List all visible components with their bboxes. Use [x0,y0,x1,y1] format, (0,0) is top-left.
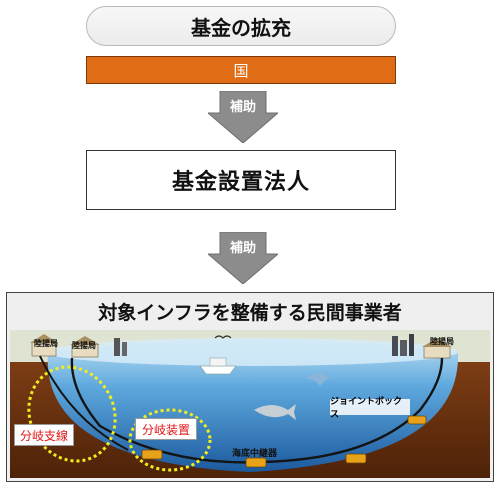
joint-box-label-text: ジョイントボックス [330,397,403,420]
branching-unit-icon [141,449,163,460]
subsidy-arrow-bottom [208,232,278,284]
fund-expansion-label: 基金の拡充 [191,15,291,40]
fund-corporation-label: 基金設置法人 [171,170,310,195]
fund-corporation-box: 基金設置法人 [86,150,396,210]
landing-station-left-1-icon [30,334,58,357]
joint-box-label: ジョイントボックス [330,397,410,420]
repeater-upper-right-icon [407,415,427,425]
undersea-repeater-icon [245,457,267,468]
submarine-cable-illustration [10,330,490,478]
private-operators-title: 対象インフラを整備する民間事業者 [6,295,494,327]
branch-line-label: 分岐支線 [14,424,74,446]
landing-station-right-icon [422,338,452,359]
branching-unit-label-text: 分岐装置 [141,422,190,437]
fund-expansion-box: 基金の拡充 [86,6,396,46]
country-label: 国 [233,61,249,80]
undersea-repeater-label: 海底中継器 [232,449,278,459]
subsidy-arrow-top [208,91,278,143]
country-bar: 国 [86,56,396,84]
landing-station-left-2-label: 陸揚局 [72,341,96,350]
branching-unit-label: 分岐装置 [135,418,197,440]
shark-icon [254,404,296,420]
joint-box-icon [345,453,367,464]
branch-line-highlight [27,365,117,463]
branch-cable [39,355,129,451]
branching-unit-highlight [128,408,212,472]
seagull-icon [214,335,232,339]
subsidy-arrow-bottom-label: 補助 [229,241,256,256]
city-skyline-right-icon [392,334,414,356]
landing-station-left-1-label: 陸揚局 [34,339,58,348]
branch-line-label-text: 分岐支線 [19,428,68,443]
subsidy-arrow-top-label: 補助 [229,100,256,115]
dolphin-icon [306,373,330,386]
city-tower-left-icon [114,338,127,356]
landing-station-right-label: 陸揚局 [430,337,454,346]
ship-icon [199,357,237,375]
landing-station-left-2-icon [70,336,100,358]
private-operators-title-text: 対象インフラを整備する民間事業者 [98,301,402,324]
